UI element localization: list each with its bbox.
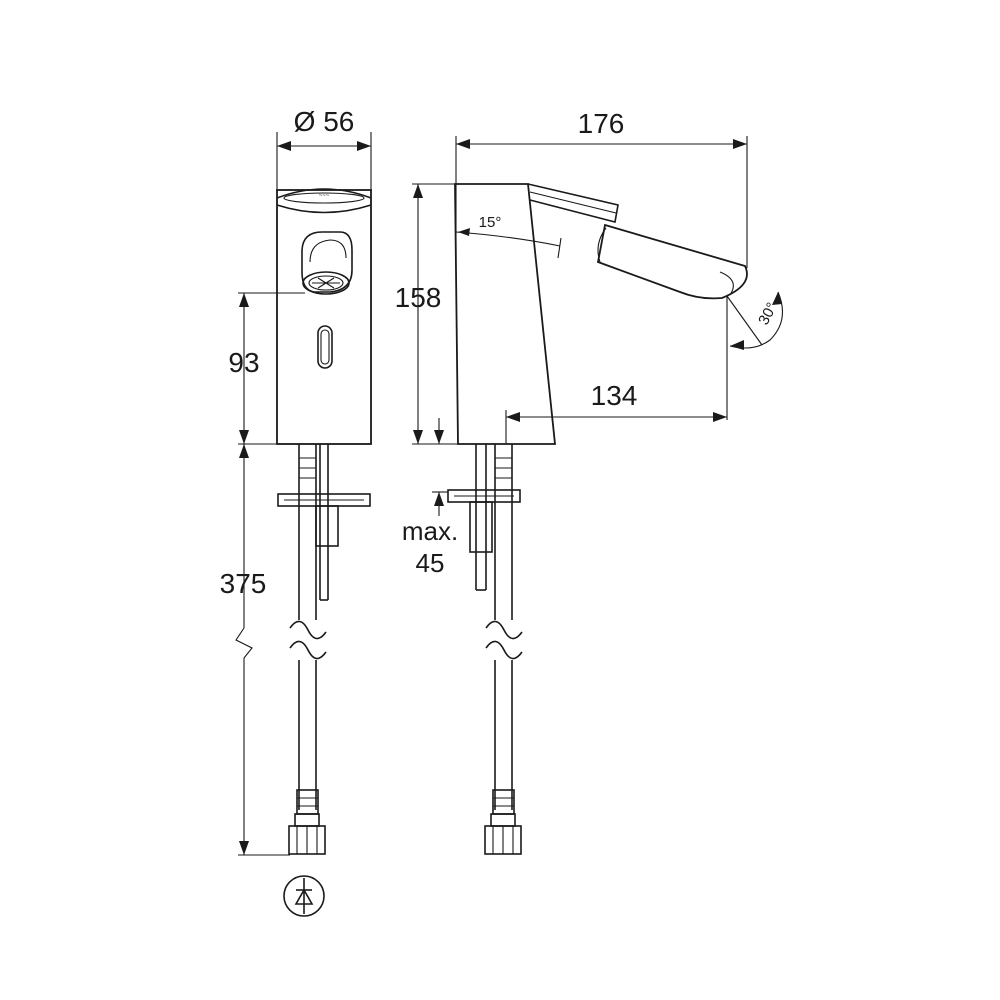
- sensor-window: [317, 325, 333, 369]
- deck-thickness-label-line2: 45: [416, 548, 445, 578]
- deck-thickness-dimension: max. 45: [402, 418, 458, 578]
- body-tilt-angle: 15°: [455, 184, 562, 260]
- spout-outlet: [301, 231, 353, 295]
- projection-label: 176: [578, 108, 625, 139]
- projection-dimension: 176: [455, 108, 748, 268]
- outlet-reach-dimension: 134: [505, 380, 727, 444]
- spout-side: [596, 223, 748, 300]
- height-label: 158: [395, 282, 442, 313]
- front-view: Ø 56 ~~~ 93: [220, 106, 372, 917]
- height-dimension: 158: [395, 183, 458, 445]
- hose-length-label: 375: [220, 568, 267, 599]
- outlet-reach-label: 134: [591, 380, 638, 411]
- faucet-body-side: [454, 183, 556, 445]
- outlet-height-label: 93: [228, 347, 259, 378]
- top-cap: [276, 188, 372, 199]
- supply-hose-side: [447, 444, 523, 855]
- svg-text:~~~: ~~~: [319, 193, 330, 199]
- body-tilt-label: 15°: [479, 214, 502, 231]
- check-valve-symbol: [283, 875, 325, 917]
- spout-angle: 30°: [726, 291, 784, 420]
- diameter-label: Ø 56: [294, 106, 355, 137]
- diameter-dimension: Ø 56: [276, 106, 372, 192]
- outlet-height-dimension: 93: [228, 292, 305, 445]
- side-view: 176 15° 30°: [395, 108, 784, 855]
- faucet-body-front: [276, 189, 372, 445]
- supply-hose-front: [277, 444, 371, 855]
- hose-length-dimension: 375: [220, 444, 290, 856]
- deck-thickness-label-line1: max.: [402, 516, 458, 546]
